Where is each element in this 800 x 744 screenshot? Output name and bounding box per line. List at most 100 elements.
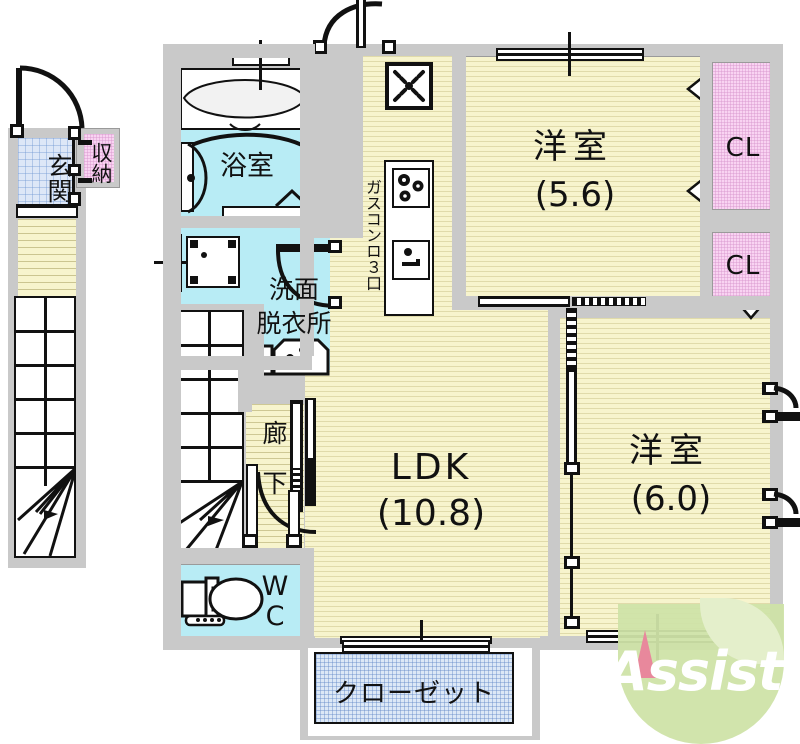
ldk-room60-jamb-3-in <box>567 619 577 626</box>
balcony-closet-door-sash <box>342 645 490 648</box>
washroom-right-wall <box>300 228 314 356</box>
room56-window-top-tick <box>568 32 571 76</box>
storage-door-top <box>78 140 92 145</box>
unit-entry-door-arc <box>321 1 383 47</box>
label-genkan: 玄関 <box>44 153 73 203</box>
entry-door-leaf[interactable] <box>16 68 22 126</box>
genkan-post-c-in <box>71 195 78 203</box>
washer-corner-tl <box>190 240 198 248</box>
ldk-room60-rail-2 <box>570 568 573 620</box>
ldk-right-lower-wall <box>300 548 314 650</box>
unit-entry-jamb-left-in <box>316 43 324 51</box>
storage-floor <box>84 134 114 182</box>
genkan-post-b-in <box>71 167 78 173</box>
closet-cl-bottom <box>712 232 772 302</box>
label-cl-top: CL <box>725 133 761 163</box>
label-ldk-area: (10.8) <box>376 493 486 534</box>
kitchen-sink <box>392 240 430 280</box>
label-ldk-name: LDK <box>390 447 472 488</box>
bathroom-door-swing <box>187 142 208 214</box>
genkan-right-wall-line <box>72 138 75 166</box>
ext-stair-tread-5 <box>14 466 76 469</box>
washroom-door-jamb-top-in <box>331 243 339 250</box>
room60-window-right-upper <box>762 382 800 423</box>
gas-stove <box>392 168 430 208</box>
unit-right-wall <box>770 44 783 650</box>
int-stair-tread-4 <box>176 446 244 449</box>
waterroom-outer-left-wall <box>163 44 181 650</box>
washer-drain <box>201 252 207 258</box>
ldk-room60-sliding-upper[interactable] <box>566 308 577 370</box>
exterior-landing-stripes <box>18 219 76 297</box>
genkan-right-wall-line2 <box>72 174 75 194</box>
bathtub-shape <box>182 79 308 131</box>
storage-door-bottom <box>78 178 92 183</box>
toilet <box>180 576 264 627</box>
int-stair-center-rail <box>208 310 211 482</box>
room-56-floor <box>464 56 708 308</box>
room60-window-bottom-tick <box>656 614 659 660</box>
label-yokushitsu: 浴室 <box>220 151 274 182</box>
bathroom-door-arc <box>180 132 309 152</box>
label-gas-stove: ガスコンロ３口 <box>363 179 382 291</box>
genkan-step <box>16 206 78 218</box>
washer-corner-tr <box>228 240 236 248</box>
ext-stair-center-rail <box>44 296 47 486</box>
label-shuno: 収納 <box>89 142 113 184</box>
washroom-door-jamb-bottom-in <box>331 299 339 306</box>
ext-stair-tread-1 <box>14 330 76 333</box>
ext-stair-tread-2 <box>14 364 76 367</box>
room56-ldk-sliding-door-in <box>480 299 568 304</box>
label-wc-line1: W <box>261 571 289 602</box>
bath-washroom-divider <box>180 216 312 228</box>
entry-door-arc-svg <box>19 65 85 129</box>
corridor-left-wall <box>238 356 252 412</box>
label-room56-area: (5.6) <box>534 175 616 215</box>
ext-stair-tread-4 <box>14 432 76 435</box>
bottom-wall-left <box>163 636 315 650</box>
ldk-room60-jamb-2-in <box>567 559 577 566</box>
label-senmen-line1: 洗面 <box>268 275 319 304</box>
label-rouka-line2: 下 <box>262 469 288 498</box>
genkan-floor-lower <box>18 138 74 208</box>
int-stair-tread-1 <box>176 344 244 347</box>
corridor-ldk-door-in <box>293 404 300 468</box>
exterior-stair-winder-lines <box>16 466 76 557</box>
bathroom-window-tick <box>259 40 262 90</box>
washer-corner-br <box>228 276 236 284</box>
corridor-door-jamb-l-in <box>245 537 255 545</box>
int-stair-tread-2 <box>176 378 244 381</box>
interior-stair-winder <box>177 480 244 551</box>
label-room60-area: (6.0) <box>630 479 712 519</box>
kitchen-sink-faucet-icon <box>402 248 420 266</box>
corridor-door-swing <box>256 471 317 534</box>
wc-top-wall <box>170 548 306 564</box>
label-room56-name: 洋室 <box>533 127 613 167</box>
washer-corner-bl <box>190 276 198 284</box>
waterroom-top-wall <box>163 44 315 58</box>
ventilation-fan-blades-icon <box>393 70 425 102</box>
room56-sliding-door-dots <box>572 297 646 306</box>
label-cl-bottom: CL <box>725 251 761 281</box>
ldk-room60-rail <box>570 474 573 560</box>
ext-stair-tread-3 <box>14 398 76 401</box>
unit-entry-door-leaf-in <box>359 0 363 46</box>
storage-outline <box>76 128 120 188</box>
exterior-stair-landing <box>18 219 76 297</box>
kitchen-wall-top <box>305 56 363 238</box>
room56-right-wall <box>700 56 712 308</box>
closet-cl-top <box>712 62 772 210</box>
ldk-left-window-in <box>308 400 313 458</box>
int-stair-tread-5 <box>176 480 244 483</box>
corridor-door-jamb-r-in <box>289 537 299 545</box>
room60-left-wall <box>548 306 560 638</box>
label-wc-line2: C <box>265 601 285 632</box>
ldk-room60-sliding-mid-in <box>569 372 574 464</box>
ldk-room60-jamb-1-in <box>567 465 577 472</box>
washroom-door-swing <box>276 249 337 308</box>
unit-entry-jamb-right-in <box>385 43 393 51</box>
balcony-closet-floor <box>314 652 514 724</box>
label-room60-name: 洋室 <box>629 431 709 471</box>
label-senmen-line2: 脱衣所 <box>256 309 332 338</box>
